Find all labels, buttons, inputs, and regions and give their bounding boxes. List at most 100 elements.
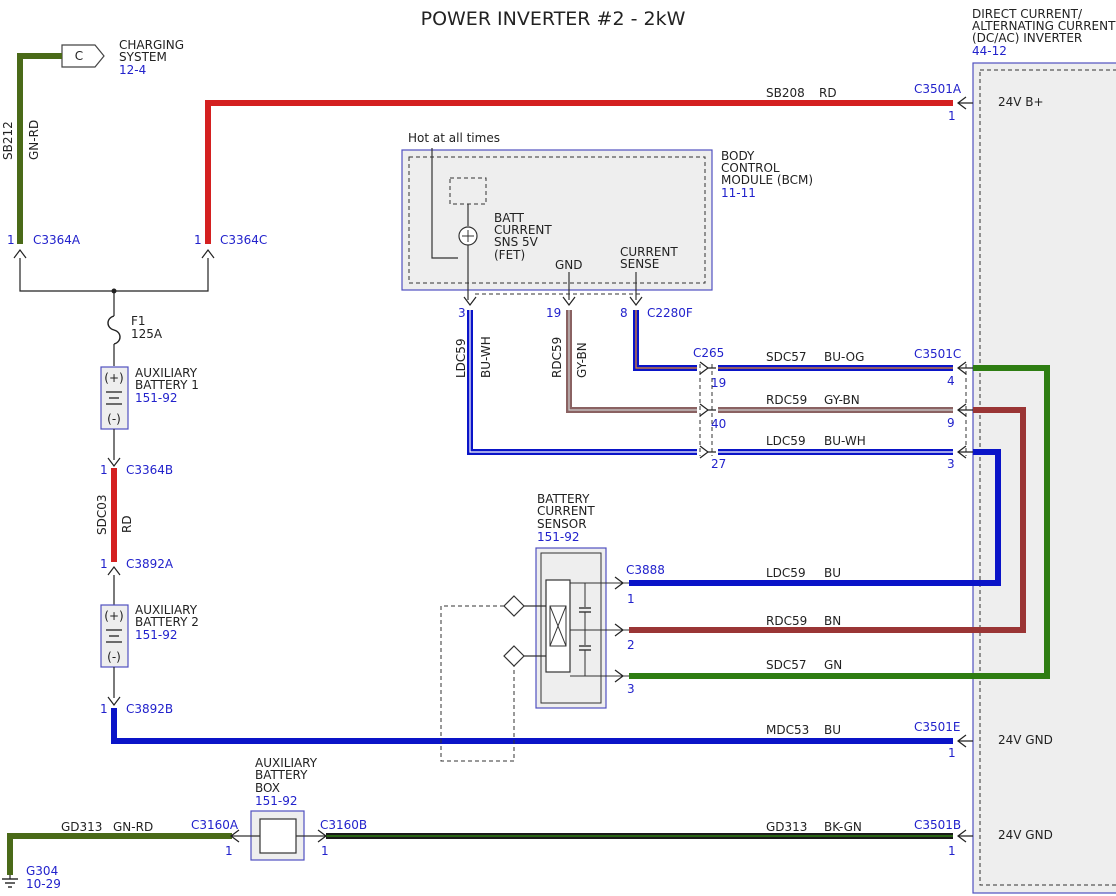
ldc59-s-circuit: LDC59 bbox=[766, 566, 806, 580]
bcm-sns-3: SNS 5V bbox=[494, 235, 539, 249]
auxiliary-battery-1: (+) (-) AUXILIARY BATTERY 1 151-92 bbox=[100, 366, 199, 430]
rdc59-s-color: BN bbox=[824, 614, 841, 628]
charging-system: C CHARGING SYSTEM 12-4 bbox=[61, 38, 184, 77]
c265-label: C265 bbox=[693, 346, 724, 360]
arrow-c265-40-icon bbox=[699, 403, 709, 417]
battery2-ref: 151-92 bbox=[135, 628, 178, 642]
sensor-name-2: CURRENT bbox=[537, 504, 595, 518]
sensor-ref: 151-92 bbox=[537, 530, 580, 544]
c3501b-label: C3501B bbox=[914, 818, 961, 832]
inverter-pin-b-plus: 24V B+ bbox=[998, 95, 1044, 109]
auxiliary-battery-box: AUXILIARY BATTERY BOX 151-92 bbox=[232, 756, 326, 861]
c3892b-pin: 1 bbox=[100, 702, 108, 716]
gd313-r-color: BK-GN bbox=[824, 820, 862, 834]
sensor-pin-2: 2 bbox=[627, 638, 635, 652]
inverter-name-3: (DC/AC) INVERTER bbox=[972, 31, 1082, 45]
rdc59-h-color: GY-BN bbox=[824, 393, 860, 407]
c3501a-pin: 1 bbox=[948, 109, 956, 123]
battery2-name-1: AUXILIARY bbox=[135, 603, 198, 617]
fuse-rating: 125A bbox=[131, 327, 163, 341]
bcm-gnd: GND bbox=[555, 258, 583, 272]
connector-arrows bbox=[13, 96, 973, 843]
ldc59-s-color: BU bbox=[824, 566, 841, 580]
c3501c-pin-3: 3 bbox=[947, 457, 955, 471]
sensor-name-3: SENSOR bbox=[537, 517, 587, 531]
fuse-f1-symbol bbox=[107, 315, 121, 345]
c3501e-label: C3501E bbox=[914, 720, 961, 734]
c265-stubs bbox=[708, 367, 716, 453]
wire-sb212 bbox=[17, 53, 62, 244]
battery1-name-1: AUXILIARY bbox=[135, 366, 198, 380]
sensor-dashed-link bbox=[440, 605, 515, 762]
wire-ldc59-bcm-stripe bbox=[469, 310, 697, 453]
ldc59-h-color: BU-WH bbox=[824, 434, 866, 448]
c3501e-pin: 1 bbox=[948, 746, 956, 760]
bcm-name-1: BODY bbox=[721, 149, 755, 163]
inverter-name-1: DIRECT CURRENT/ bbox=[972, 7, 1083, 21]
inverter-stubs bbox=[958, 102, 973, 837]
inverter-name-2: ALTERNATING CURRENT bbox=[972, 19, 1116, 33]
c3364c-pin: 1 bbox=[194, 233, 202, 247]
wire-ldc59-bcm bbox=[467, 310, 697, 455]
sdc57-s-color: GN bbox=[824, 658, 842, 672]
c3501c-label: C3501C bbox=[914, 347, 961, 361]
c3364a-pin: 1 bbox=[7, 233, 15, 247]
sdc57-h-color: BU-OG bbox=[824, 350, 864, 364]
gd313-l-color: GN-RD bbox=[113, 820, 153, 834]
c3892a-pin: 1 bbox=[100, 557, 108, 571]
bcm-pin-19: 19 bbox=[546, 306, 561, 320]
body-control-module: Hot at all times BODY CONTROL MODULE (BC… bbox=[401, 131, 813, 300]
arrow-c3160b-icon bbox=[317, 829, 327, 843]
charging-ref: 12-4 bbox=[119, 63, 146, 77]
fuse-name: F1 bbox=[131, 314, 146, 328]
arrow-bcm-3-icon bbox=[463, 296, 477, 306]
sdc57-h-circuit: SDC57 bbox=[766, 350, 807, 364]
junction-line bbox=[19, 258, 209, 292]
ground-ref: 10-29 bbox=[26, 877, 61, 891]
wire-rdc59-bn bbox=[629, 407, 1026, 633]
battery2-plus-label: (+) bbox=[104, 609, 123, 623]
c3501c-pin-4: 4 bbox=[947, 374, 955, 388]
gd313-r-circuit: GD313 bbox=[766, 820, 807, 834]
box-name-2: BATTERY bbox=[255, 768, 308, 782]
c3501c-pin-9: 9 bbox=[947, 416, 955, 430]
sensor-terminal-1-icon bbox=[503, 595, 525, 617]
battery-current-sensor: BATTERY CURRENT SENSOR 151-92 bbox=[524, 492, 629, 709]
ground-g304: G304 10-29 bbox=[2, 864, 61, 891]
bcm-cur-2: SENSE bbox=[620, 257, 659, 271]
wire-sdc57-bcm-stripe bbox=[635, 310, 697, 369]
battery1-minus-label: (-) bbox=[107, 412, 121, 426]
bcm-ref: 11-11 bbox=[721, 186, 756, 200]
wire-gd313-left bbox=[7, 833, 232, 875]
arrow-c3364b-icon bbox=[107, 457, 121, 467]
arrow-c265-19-icon bbox=[699, 361, 709, 375]
sb208-color: RD bbox=[819, 86, 837, 100]
arrow-bcm-19-icon bbox=[562, 296, 576, 306]
bcm-connector: C2280F bbox=[647, 306, 693, 320]
c3892b-label: C3892B bbox=[126, 702, 173, 716]
battery1-ref: 151-92 bbox=[135, 391, 178, 405]
bcm-cur-1: CURRENT bbox=[620, 245, 678, 259]
c3364b-label: C3364B bbox=[126, 463, 173, 477]
bcm-sns-2: CURRENT bbox=[494, 223, 552, 237]
c3160b-pin: 1 bbox=[321, 844, 329, 858]
arrow-c3888-3-icon bbox=[614, 669, 624, 683]
battery2-name-2: BATTERY 2 bbox=[135, 615, 199, 629]
wire-sb208 bbox=[205, 100, 953, 244]
bcm-hot-label: Hot at all times bbox=[408, 131, 500, 145]
battery1-name-2: BATTERY 1 bbox=[135, 378, 199, 392]
gd313-l-circuit: GD313 bbox=[61, 820, 102, 834]
inverter-pin-gnd-2: 24V GND bbox=[998, 828, 1053, 842]
battery2-minus-label: (-) bbox=[107, 650, 121, 664]
box-name-3: BOX bbox=[255, 781, 280, 795]
junction-dot bbox=[111, 288, 117, 294]
c3501a-label: C3501A bbox=[914, 82, 962, 96]
c3160a-label: C3160A bbox=[191, 818, 239, 832]
sb212-color: GN-RD bbox=[27, 120, 41, 160]
sensor-name-1: BATTERY bbox=[537, 492, 590, 506]
wire-mdc53 bbox=[111, 708, 953, 744]
bcm-name-3: MODULE (BCM) bbox=[721, 173, 813, 187]
sb212-circuit: SB212 bbox=[1, 121, 15, 160]
bcm-pin-3: 3 bbox=[458, 306, 466, 320]
charging-connector-shape bbox=[61, 44, 105, 68]
